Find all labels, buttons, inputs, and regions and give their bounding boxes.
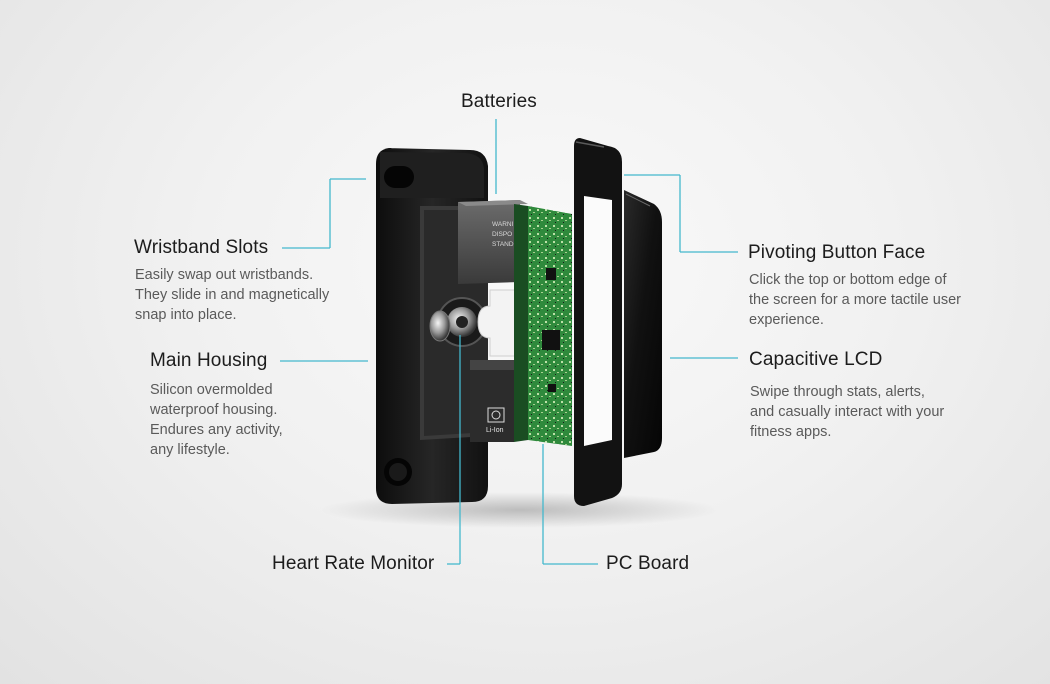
capacitive-lcd-title: Capacitive LCD: [749, 349, 883, 370]
batteries-title: Batteries: [461, 91, 537, 112]
heart-rate-monitor-title: Heart Rate Monitor: [272, 553, 435, 574]
pivoting-face-desc-line: experience.: [749, 312, 824, 328]
main-housing-desc-line: waterproof housing.: [150, 402, 278, 418]
main-housing-desc-line: Silicon overmolded: [150, 382, 273, 398]
wristband-slots-description: Easily swap out wristbands. They slide i…: [135, 265, 329, 325]
capacitive-lcd-desc-line: and casually interact with your: [750, 404, 945, 420]
pivoting-face-desc-line: Click the top or bottom edge of: [749, 272, 947, 288]
pivoting-button-face-part: [574, 138, 622, 506]
pivoting-button-face-title: Pivoting Button Face: [748, 242, 926, 263]
main-housing-description: Silicon overmolded waterproof housing. E…: [150, 380, 283, 460]
battery-chemistry-label: Li-Ion: [486, 427, 504, 434]
battery-label-line-3: STAND: [492, 241, 514, 248]
battery-pack-part: [458, 200, 528, 442]
pc-board-title: PC Board: [606, 553, 690, 574]
pivoting-button-face-description: Click the top or bottom edge of the scre…: [749, 270, 961, 330]
wristband-slots-desc-line: snap into place.: [135, 307, 237, 323]
heart-rate-sensor-part: [429, 297, 487, 347]
wristband-slots-title: Wristband Slots: [134, 237, 269, 258]
pc-board-part: [514, 204, 572, 446]
capacitive-lcd-part: [624, 190, 662, 458]
pivoting-face-desc-line: the screen for a more tactile user: [749, 292, 961, 308]
recycle-icon: [487, 407, 505, 423]
capacitive-lcd-desc-line: Swipe through stats, alerts,: [750, 384, 925, 400]
battery-label-line-1: WARNI: [492, 221, 514, 228]
main-housing-title: Main Housing: [150, 350, 268, 371]
wristband-slots-desc-line: Easily swap out wristbands.: [135, 267, 314, 283]
wristband-slots-desc-line: They slide in and magnetically: [135, 287, 330, 303]
main-housing-desc-line: any lifestyle.: [150, 442, 230, 458]
capacitive-lcd-description: Swipe through stats, alerts, and casuall…: [750, 382, 944, 442]
main-housing-desc-line: Endures any activity,: [150, 422, 283, 438]
capacitive-lcd-desc-line: fitness apps.: [750, 424, 832, 440]
battery-label-line-2: DISPO: [492, 231, 512, 238]
